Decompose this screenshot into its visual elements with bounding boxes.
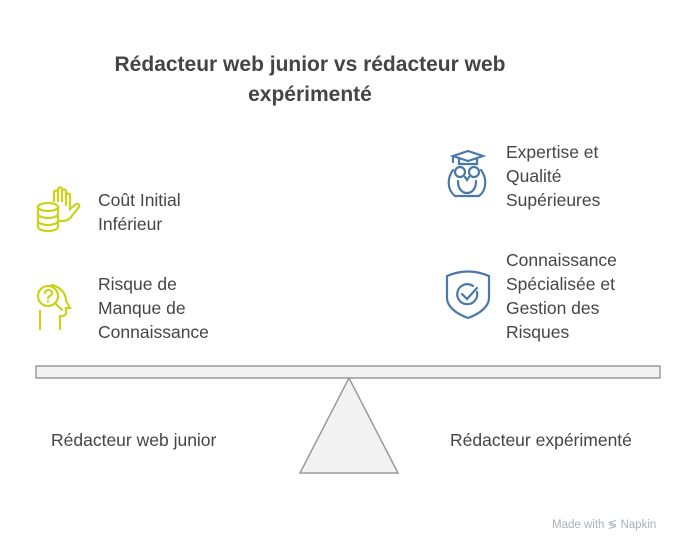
title-line: Rédacteur web junior vs rédacteur web	[114, 53, 506, 76]
napkin-logo-icon: ≶	[607, 519, 618, 531]
shield-check-icon	[445, 270, 491, 320]
left-label: Rédacteur web junior	[51, 430, 217, 450]
seesaw-plank	[35, 365, 661, 379]
person-question-icon	[36, 284, 72, 331]
seesaw-fulcrum	[298, 376, 400, 474]
coins-hand-icon	[36, 186, 81, 233]
owl-graduate-icon	[447, 150, 487, 198]
title-line: expérimenté	[248, 83, 372, 106]
watermark: Made with ≶ Napkin	[552, 519, 657, 531]
title: Rédacteur web junior vs rédacteur web exp…	[60, 50, 560, 110]
right-label: Rédacteur expérimenté	[450, 430, 632, 450]
